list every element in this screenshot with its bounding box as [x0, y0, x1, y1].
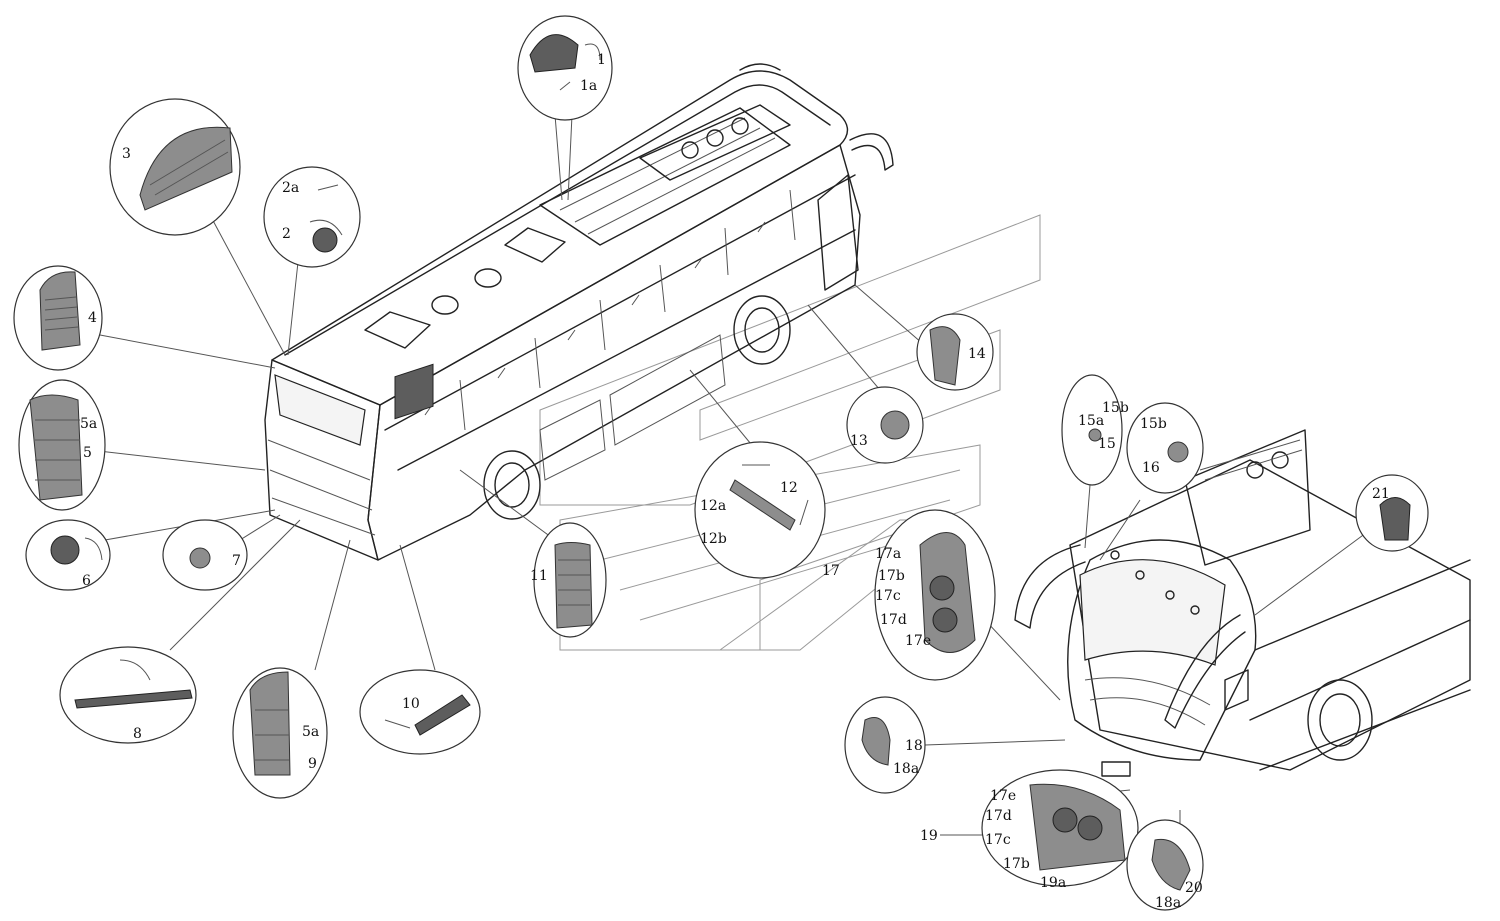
label-19a: 19a: [1040, 875, 1066, 891]
label-1: 1: [597, 52, 606, 68]
label-15b-right: 15b: [1140, 416, 1167, 432]
label-12: 12: [780, 480, 798, 496]
label-18a: 18a: [893, 761, 919, 777]
main-bus: [264, 63, 894, 561]
label-18: 18: [905, 738, 923, 754]
label-3: 3: [122, 146, 131, 162]
front-bus: [1014, 429, 1471, 777]
label-7: 7: [232, 553, 241, 569]
label-13: 13: [850, 433, 868, 449]
label-15: 15: [1098, 436, 1116, 452]
label-17e: 17e: [905, 633, 931, 649]
label-15a: 15a: [1078, 413, 1104, 429]
label-17: 17: [822, 563, 840, 579]
label-18a-lower: 18a: [1155, 895, 1181, 911]
label-17d: 17d: [880, 612, 907, 628]
label-17b: 17b: [878, 568, 905, 584]
label-12a: 12a: [700, 498, 726, 514]
label-10: 10: [402, 696, 420, 712]
label-12b: 12b: [700, 531, 727, 547]
label-17c: 17c: [875, 588, 901, 604]
label-1a: 1a: [580, 78, 597, 94]
label-2: 2: [282, 226, 291, 242]
label-11: 11: [530, 568, 548, 584]
label-19: 19: [920, 828, 938, 844]
label-17c-lower: 17c: [985, 832, 1011, 848]
label-15b: 15b: [1102, 400, 1129, 416]
label-5: 5: [83, 445, 92, 461]
part-labels: 1 1a 3 2a 2 4 5a 5 6 7 8 5a 9 10 11 12 1…: [80, 52, 1390, 911]
label-9: 9: [308, 756, 317, 772]
label-17b-lower: 17b: [1003, 856, 1030, 872]
label-6: 6: [82, 573, 91, 589]
label-4: 4: [88, 310, 97, 326]
lamp-parts: [29, 34, 1411, 891]
label-8: 8: [133, 726, 142, 742]
label-20: 20: [1185, 880, 1203, 896]
label-17e-lower: 17e: [990, 788, 1016, 804]
label-16: 16: [1142, 460, 1160, 476]
label-14: 14: [968, 346, 986, 362]
label-17d-lower: 17d: [985, 808, 1012, 824]
label-5a-rear: 5a: [302, 724, 319, 740]
label-2a: 2a: [282, 180, 299, 196]
label-17a: 17a: [875, 546, 901, 562]
leader-lines: [89, 114, 1371, 840]
label-5a: 5a: [80, 416, 97, 432]
label-21: 21: [1372, 486, 1390, 502]
